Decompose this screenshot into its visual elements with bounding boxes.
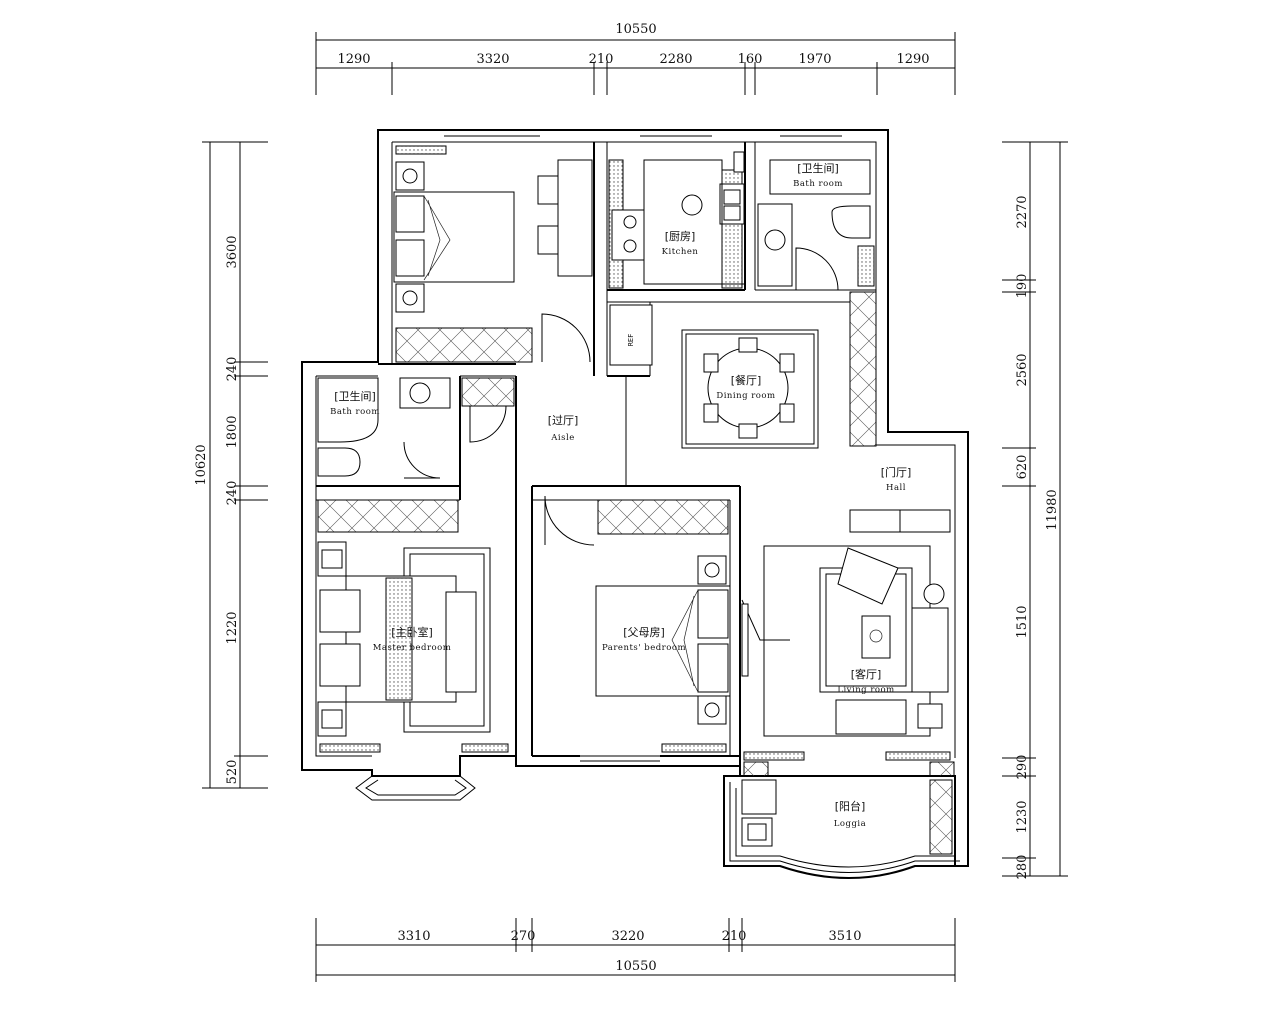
dining-label-cn: [餐厅] [731,373,762,387]
toilet-icon-left [317,447,361,477]
dimension-left: 3600 240 1800 240 1220 520 10620 [194,141,268,789]
walls [301,129,969,879]
loggia-label-en: Loggia [834,819,866,829]
chair-icon [537,175,559,205]
wardrobe-parents [597,499,729,535]
dim-left-total: 10620 [194,444,209,485]
parents-bedroom-furniture [595,555,749,753]
dim-right-5: 1510 [1015,605,1030,638]
bath-left-furniture [317,377,515,477]
bath-top-furniture [757,159,875,287]
wardrobe-icon [395,327,533,363]
washer-icon [741,779,777,815]
dim-bottom-2: 270 [511,929,536,944]
dim-left-3: 1800 [225,415,240,448]
bedroom-top-left-furniture [393,145,593,363]
dimension-right: 2270 190 2560 620 1510 290 1230 280 1198… [1002,141,1068,880]
hall-label-en: Hall [886,483,906,493]
dim-top-5: 160 [738,52,763,67]
aisle-label-cn: [过厅] [548,414,579,427]
dim-left-4: 240 [225,481,240,506]
dim-right-1: 2270 [1015,195,1030,228]
dim-left-2: 240 [225,357,240,382]
dim-right-8: 280 [1015,855,1030,880]
desk-icon [557,159,593,277]
dim-left-1: 3600 [225,235,240,268]
dim-top-total: 10550 [615,22,656,37]
dim-right-total: 11980 [1045,489,1060,530]
parents-label-en: Parents' bedroom [602,643,686,653]
coffee-table-icon [861,615,891,659]
kitchen-furniture: REF [608,151,745,366]
armchair-icon [837,547,899,605]
dimension-bottom: 3310 270 3220 210 3510 10550 [315,918,956,982]
sofa-bottom-icon [835,699,907,735]
dim-top-1: 1290 [337,52,370,67]
bath-top-label-cn: [卫生间] [797,161,839,175]
dim-right-3: 2560 [1015,353,1030,386]
dimension-top: 10550 1290 3320 210 2280 160 1970 1290 [315,22,956,95]
dim-right-7: 1230 [1015,800,1030,833]
living-label-en: Living room [837,685,894,695]
dining-table-icon [707,347,789,429]
dim-right-2: 190 [1015,274,1030,299]
kitchen-label-en: Kitchen [662,247,699,257]
bathtub-icon [769,159,871,195]
dim-bottom-4: 210 [722,929,747,944]
master-bedroom-furniture [317,541,509,753]
loggia-label-cn: [阳台] [835,799,866,813]
vanity-icon [757,203,793,287]
dining-label-en: Dining room [716,391,775,401]
person-icon [681,194,703,216]
dim-bottom-1: 3310 [397,929,430,944]
parents-label-cn: [父母房] [623,626,665,639]
refrigerator-icon [609,304,653,366]
dim-left-5: 1220 [225,611,240,644]
aisle-label-en: Aisle [550,433,574,443]
dim-bottom-3: 3220 [611,929,644,944]
stove-icon [611,209,645,261]
bath-left-label-cn: [卫生间] [334,389,376,403]
dim-top-4: 2280 [659,52,692,67]
dim-bottom-total: 10550 [615,959,656,974]
living-furniture [743,545,955,777]
master-label-en: Master bedroom [373,643,452,653]
wardrobe-master [317,499,459,533]
master-label-cn: [主卧室] [391,625,433,639]
loggia-furniture [741,779,953,855]
toilet-icon [831,205,871,239]
dim-left-6: 520 [225,760,240,785]
cabinet-dining-right [849,291,877,447]
fridge-label: REF [627,334,635,347]
sofa-icon [911,607,949,693]
dining-furniture [681,329,819,449]
dim-right-6: 290 [1015,755,1030,780]
dim-top-7: 1290 [896,52,929,67]
basin-icon [399,377,451,409]
kitchen-label-cn: [厨房] [665,230,696,243]
cabinet-strips [317,291,951,535]
shower-icon [317,377,379,443]
room-labels: [厨房] Kitchen [卫生间] Bath room [卫生间] Bath … [330,161,911,829]
dim-bottom-5: 3510 [828,929,861,944]
hall-label-cn: [门厅] [881,465,912,479]
dim-top-3: 210 [589,52,614,67]
living-label-cn: [客厅] [851,667,882,681]
dim-right-4: 620 [1015,455,1030,480]
bath-top-label-en: Bath room [793,179,843,189]
dim-top-2: 3320 [476,52,509,67]
nightstand-icon [395,161,425,191]
bath-left-label-en: Bath room [330,407,380,417]
dim-top-6: 1970 [798,52,831,67]
mop-sink-icon [741,817,773,847]
